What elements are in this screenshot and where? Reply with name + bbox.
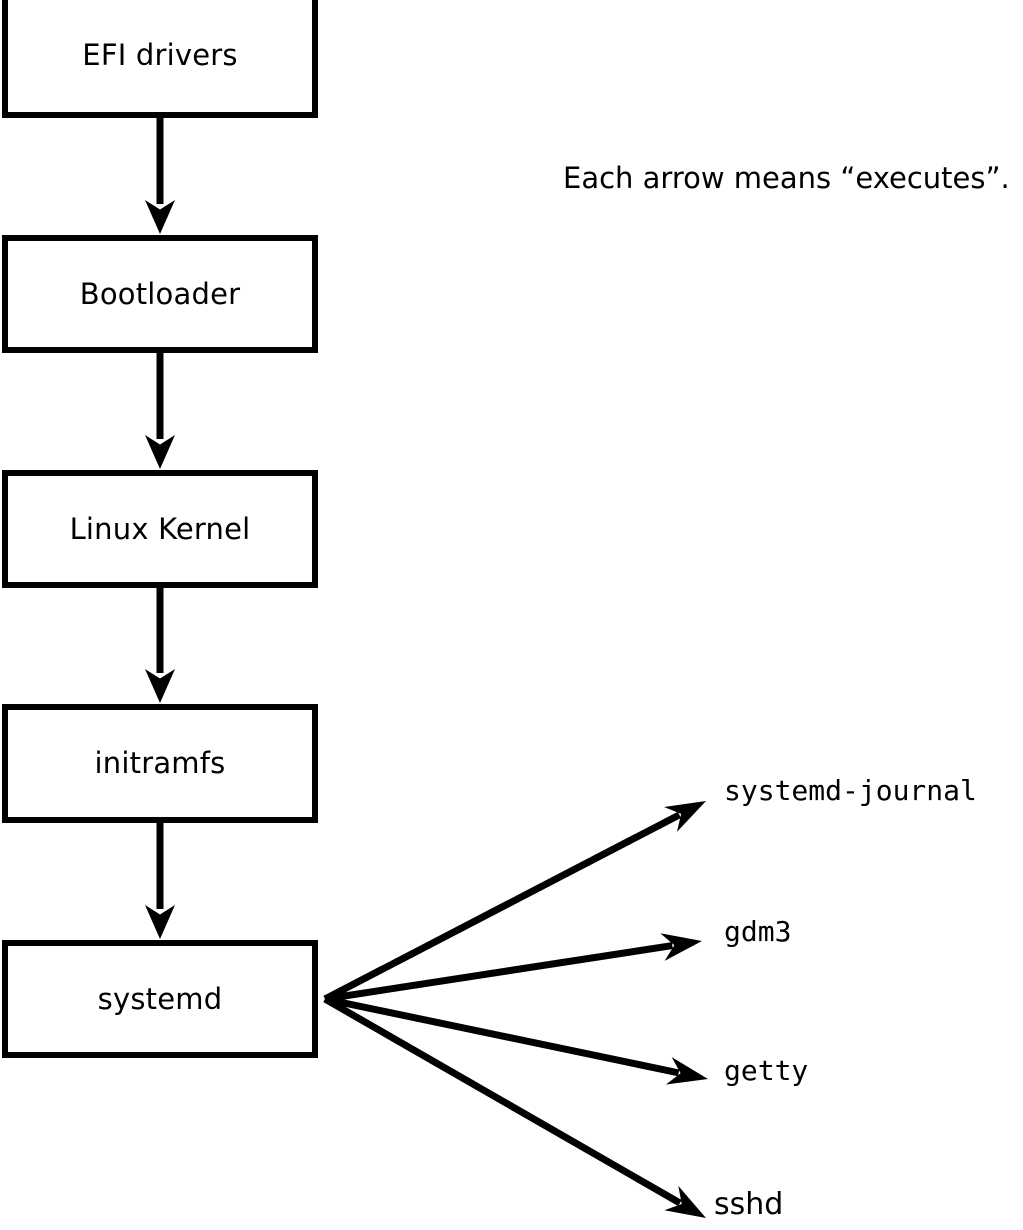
- fanout-arrow-head-1: [660, 933, 702, 961]
- fanout-arrow-shaft-2: [324, 995, 680, 1077]
- chain-arrow-head-3: [145, 905, 175, 939]
- node-label: initramfs: [94, 746, 226, 780]
- fanout-arrow-head-3: [664, 1185, 706, 1218]
- node-box-linux-kernel[interactable]: Linux Kernel: [2, 470, 318, 588]
- node-label: systemd: [97, 981, 223, 1016]
- fanout-arrow-shaft-0: [323, 811, 681, 1003]
- service-label-systemd-journal[interactable]: systemd-journal: [724, 774, 977, 807]
- node-label: Linux Kernel: [69, 511, 251, 546]
- fanout-arrow-group: [323, 801, 708, 1218]
- service-label-gdm3[interactable]: gdm3: [724, 915, 792, 948]
- chain-arrow-head-0: [145, 200, 175, 234]
- chain-arrow-group: [145, 118, 175, 939]
- node-box-initramfs[interactable]: initramfs: [2, 704, 318, 823]
- node-label: EFI drivers: [82, 37, 238, 72]
- fanout-arrow-shaft-3: [323, 995, 682, 1207]
- service-label-getty[interactable]: getty: [724, 1054, 809, 1087]
- chain-arrow-head-1: [145, 435, 175, 469]
- fanout-arrow-shaft-1: [324, 942, 673, 1003]
- fanout-arrow-head-0: [664, 801, 706, 832]
- node-box-systemd[interactable]: systemd: [2, 940, 318, 1058]
- node-box-efi-drivers[interactable]: EFI drivers: [2, 0, 318, 118]
- legend-annotation: Each arrow means “executes”.: [563, 161, 1010, 195]
- node-box-bootloader[interactable]: Bootloader: [2, 235, 318, 353]
- chain-arrow-head-2: [145, 669, 175, 703]
- node-label: Bootloader: [79, 276, 241, 311]
- service-label-sshd[interactable]: sshd: [714, 1187, 784, 1222]
- fanout-arrow-head-2: [665, 1057, 708, 1085]
